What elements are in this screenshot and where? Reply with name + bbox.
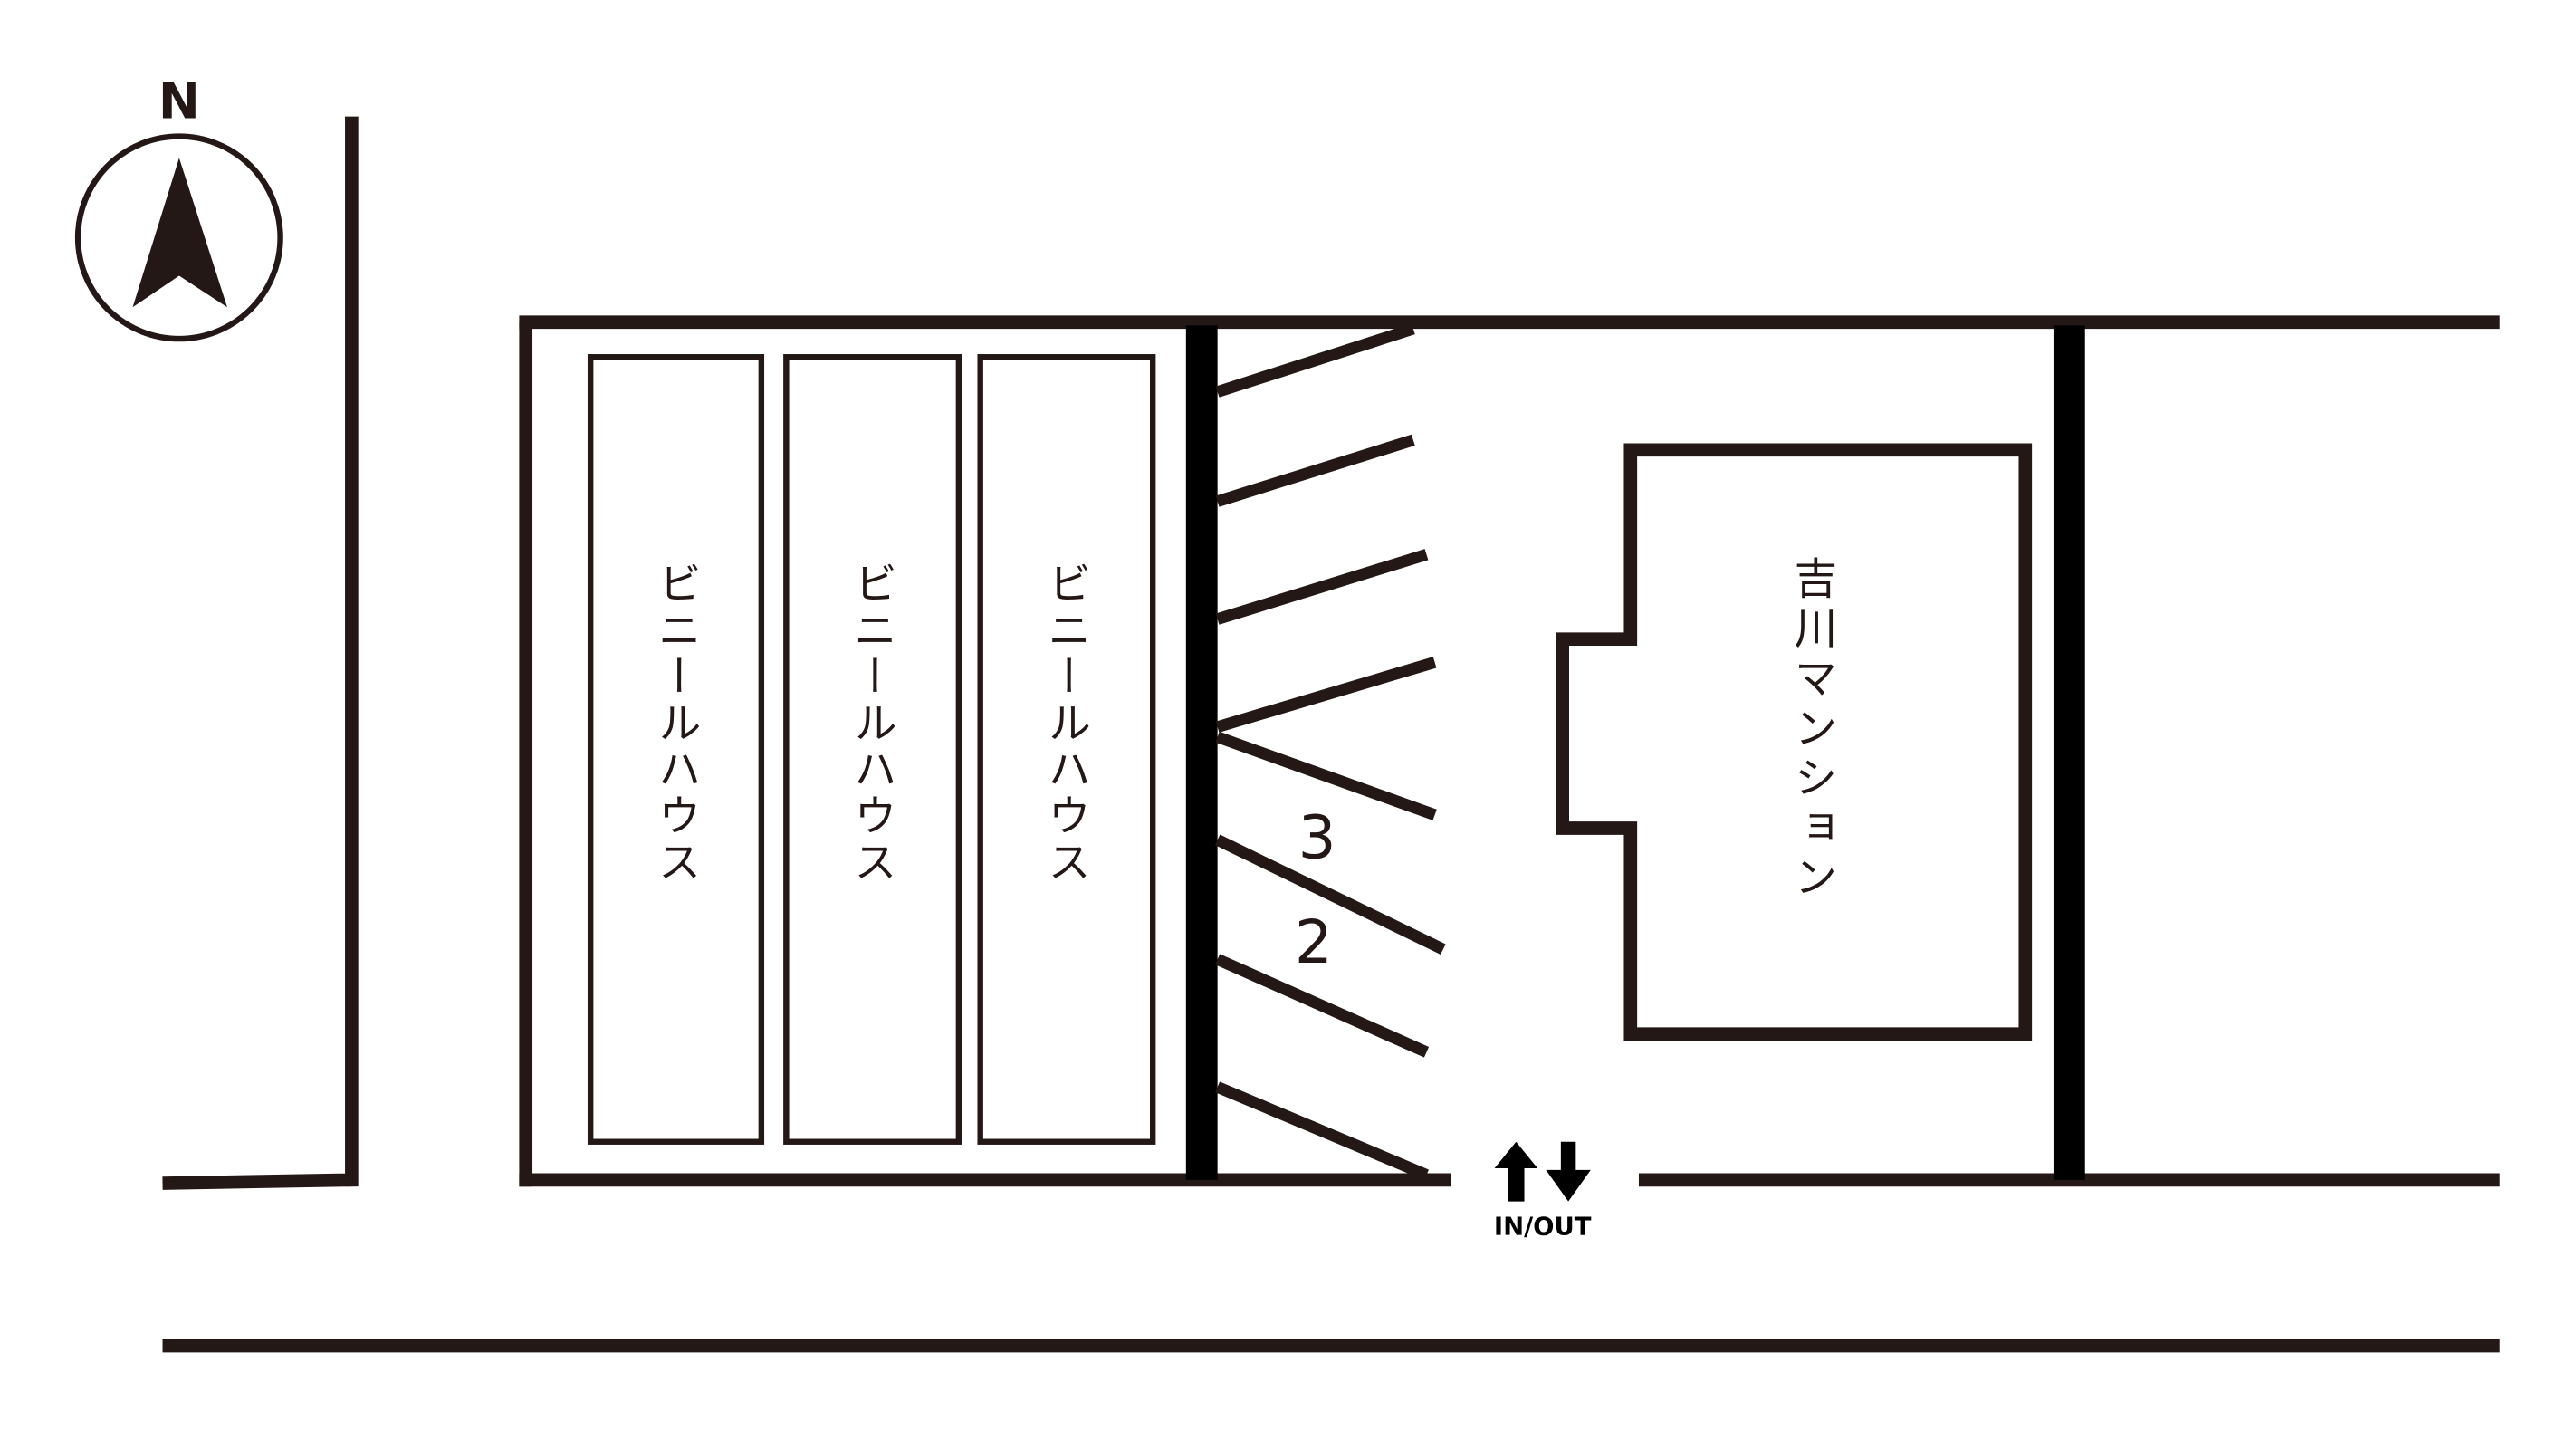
stall-line [1215, 657, 1437, 733]
stall-line [1214, 834, 1446, 955]
wall-west [1185, 325, 1218, 1180]
greenhouse-label: ビニールハウス [846, 561, 895, 887]
greenhouse-2: ビニールハウス [783, 354, 962, 1145]
greenhouse-1: ビニールハウス [587, 354, 765, 1145]
parking-stall-lines [1214, 322, 1446, 1181]
entrance-label: IN/OUT [1494, 1213, 1592, 1241]
entrance-marker: IN/OUT [1494, 1141, 1592, 1241]
stall-line [1215, 322, 1415, 398]
arrow-down-icon [1546, 1141, 1591, 1202]
stall-line [1215, 954, 1430, 1058]
greenhouse-label: ビニールハウス [650, 561, 700, 887]
greenhouse-label: ビニールハウス [1040, 561, 1090, 887]
north-arrow-icon [132, 158, 227, 308]
arrow-up-icon [1494, 1141, 1538, 1202]
parking-space-number: 2 [1295, 907, 1333, 977]
stall-line [1215, 731, 1437, 820]
building-label: 吉川マンション [1786, 556, 1836, 905]
parking-space-number: 3 [1298, 802, 1336, 872]
compass-circle [74, 133, 283, 342]
stall-line [1215, 1081, 1429, 1181]
lot-boundary [519, 315, 2500, 1187]
compass: N [74, 72, 283, 342]
wall-east [2053, 325, 2085, 1180]
north-label: N [158, 72, 200, 130]
stall-line [1215, 434, 1415, 507]
stall-line [1215, 549, 1429, 625]
left-road-edge [162, 116, 359, 1190]
greenhouse-3: ビニールハウス [977, 354, 1156, 1145]
building-yoshikawa-mansion: 吉川マンション [1556, 443, 2033, 1041]
